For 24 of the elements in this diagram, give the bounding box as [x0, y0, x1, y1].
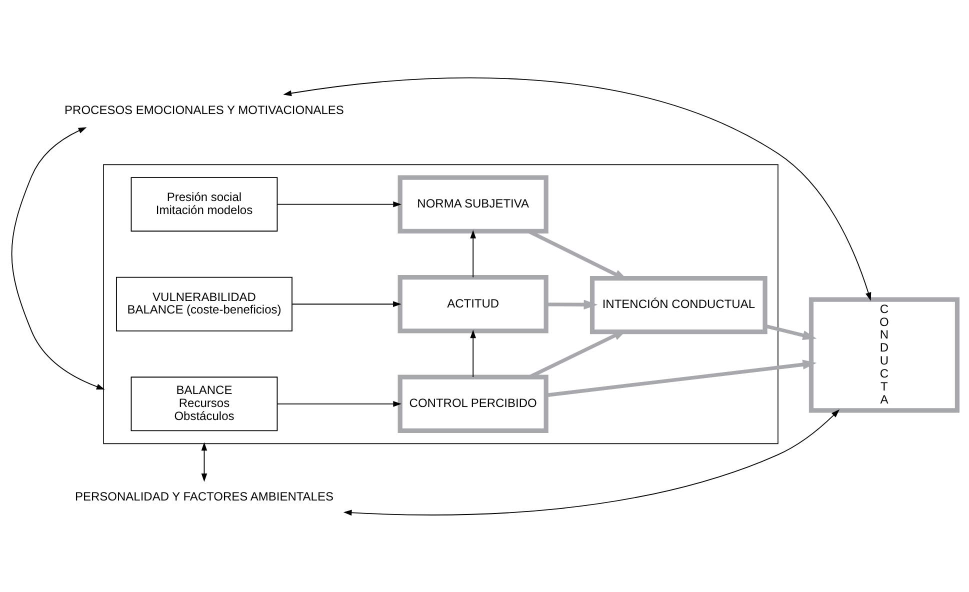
node-box: ACTITUD: [398, 274, 548, 333]
node-box: BALANCE Recursos Obstáculos: [130, 376, 278, 431]
node-text: PERSONALIDAD Y FACTORES AMBIENTALES: [74, 488, 334, 503]
arrow: [201, 442, 208, 482]
arrow: [292, 300, 402, 307]
arrow: [276, 400, 402, 406]
node-box: CONTROL PERCIBIDO: [398, 374, 548, 433]
arrow: [276, 200, 402, 207]
node-box: Presión social Imitación modelos: [130, 176, 278, 232]
arrow: [11, 126, 105, 390]
node-box: INTENCIÓN CONDUCTUAL: [590, 275, 768, 334]
node-box: CONDUCTA: [808, 296, 960, 412]
arrow: [546, 299, 598, 309]
arrow: [343, 408, 840, 516]
node-box: VULNERABILIDAD BALANCE (coste-beneficios): [116, 276, 292, 331]
node-box: NORMA SUBJETIVA: [398, 174, 548, 233]
node-text: PROCESOS EMOCIONALES Y MOTIVACIONALES: [64, 102, 344, 117]
arrow: [764, 324, 817, 340]
arrow: [546, 359, 817, 397]
arrow: [528, 229, 628, 280]
cluster: [103, 164, 778, 444]
arrow: [470, 230, 476, 278]
arrow: [283, 76, 872, 300]
arrow: [470, 329, 476, 377]
